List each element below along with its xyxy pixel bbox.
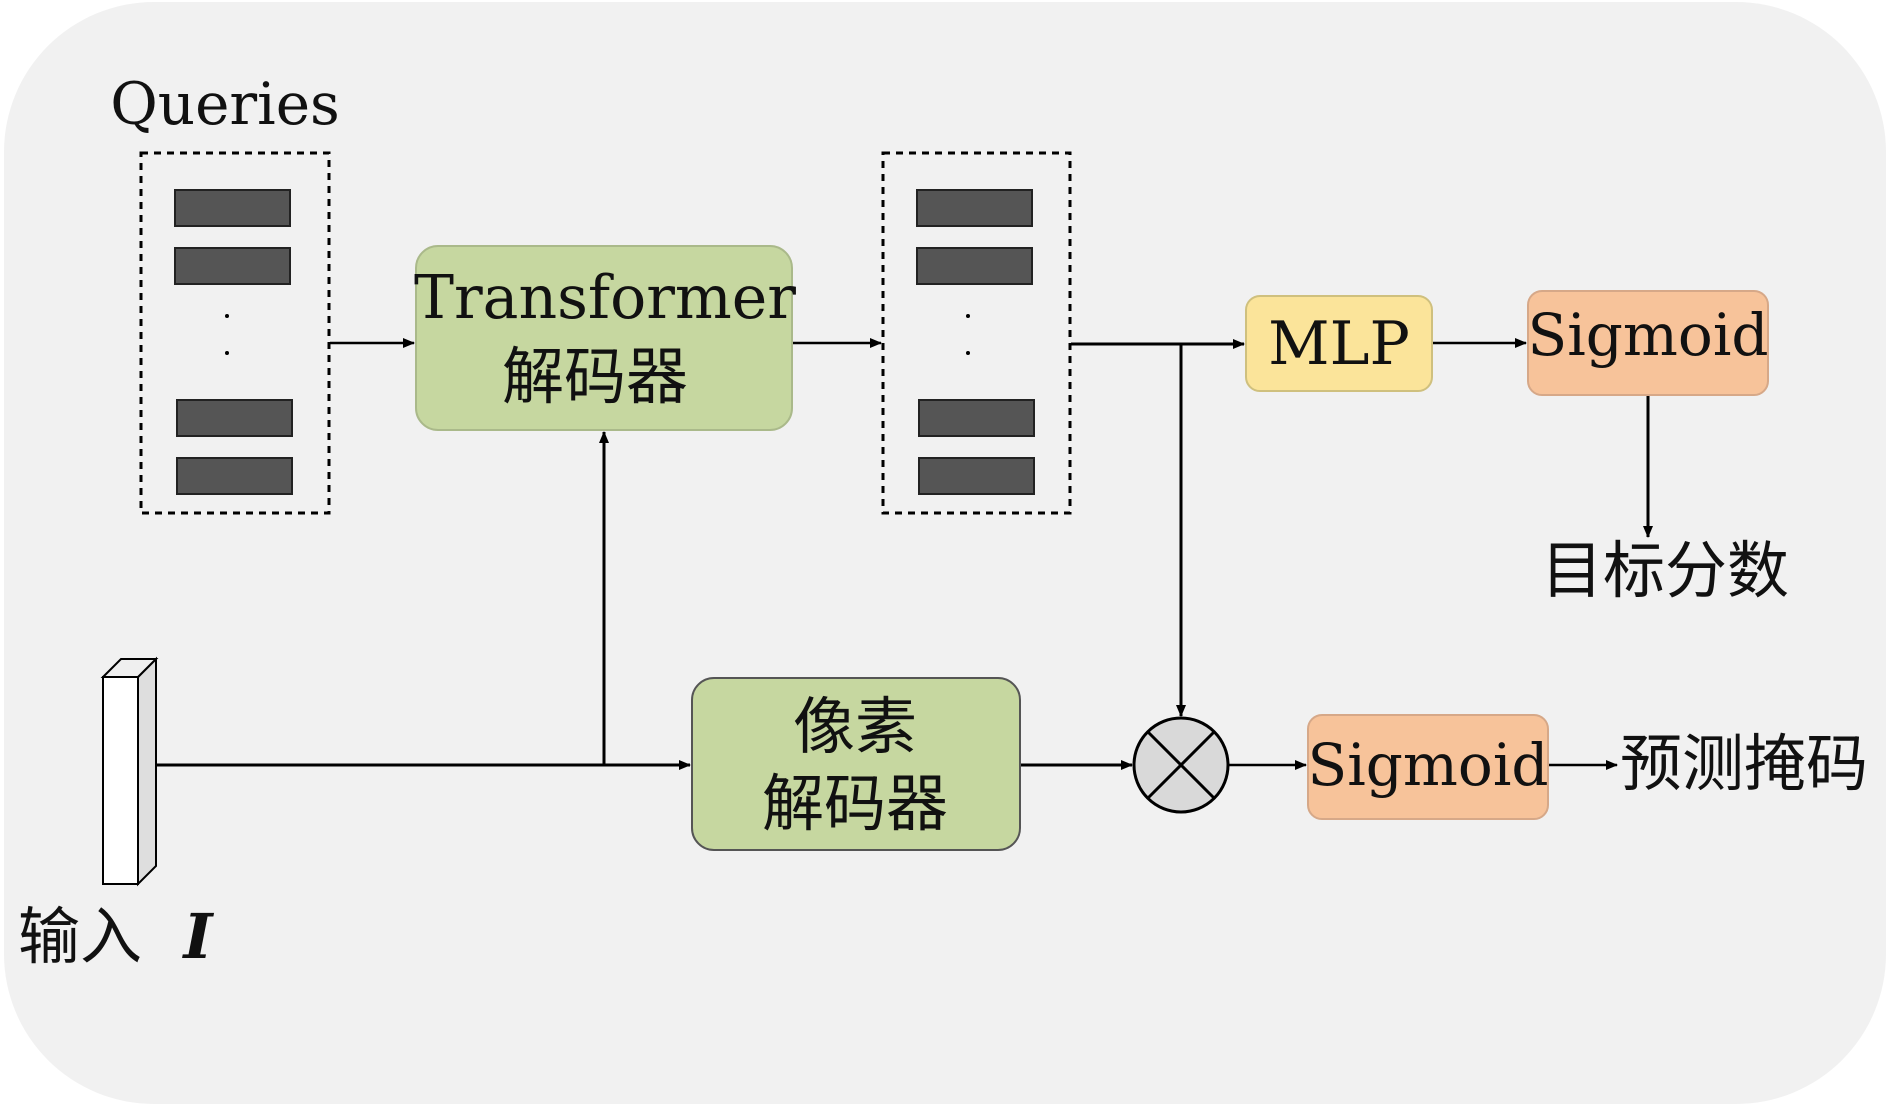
transformer-decoder-label-line2: 解码器 — [502, 340, 688, 413]
output-token — [916, 189, 1033, 227]
input-prism-front — [102, 676, 139, 885]
input-label: 输入 I — [18, 900, 215, 973]
predicted-mask-label: 预测掩码 — [1620, 727, 1868, 800]
multiply-node — [1132, 716, 1230, 814]
output-token — [916, 247, 1033, 285]
output-queries-dashed-box — [881, 151, 1072, 515]
ellipsis-dot — [966, 314, 970, 318]
input-prism-side — [137, 656, 157, 887]
sigmoid-bottom-block: Sigmoid — [1307, 714, 1549, 820]
queries-token-group — [139, 151, 331, 515]
pixel-decoder-block: 像素 解码器 — [691, 677, 1021, 851]
sigmoid-top-label: Sigmoid — [1527, 301, 1768, 369]
query-token — [174, 189, 291, 227]
ellipsis-dot — [225, 351, 229, 355]
output-token — [918, 399, 1035, 437]
mlp-block: MLP — [1245, 295, 1433, 392]
input-symbol: I — [182, 900, 215, 973]
transformer-decoder-block: Transformer 解码器 — [414, 245, 796, 431]
transformer-decoder-box — [415, 245, 793, 431]
query-token — [174, 247, 291, 285]
mlp-label: MLP — [1268, 309, 1410, 379]
pixel-decoder-label-line1: 像素 — [793, 690, 917, 763]
times-stroke — [1146, 730, 1216, 800]
connectors — [156, 338, 1653, 770]
ellipsis-dot — [966, 351, 970, 355]
sigmoid-top-block: Sigmoid — [1527, 290, 1769, 396]
queries-label: Queries — [110, 70, 340, 138]
queries-dashed-box — [139, 151, 331, 515]
pixel-decoder-label-line2: 解码器 — [762, 767, 948, 840]
sigmoid-top-box — [1527, 290, 1769, 396]
input-feature-block — [100, 656, 159, 887]
query-token — [176, 457, 293, 495]
output-token-group — [881, 151, 1072, 515]
mlp-box — [1245, 295, 1433, 392]
output-token — [918, 457, 1035, 495]
sigmoid-bottom-box — [1307, 714, 1549, 820]
target-score-label: 目标分数 — [1541, 534, 1789, 607]
input-label-text: 输入 — [18, 900, 142, 973]
ellipsis-dot — [225, 314, 229, 318]
query-token — [176, 399, 293, 437]
sigmoid-bottom-label: Sigmoid — [1307, 731, 1548, 799]
transformer-decoder-label-line1: Transformer — [414, 263, 796, 333]
pixel-decoder-box — [691, 677, 1021, 851]
